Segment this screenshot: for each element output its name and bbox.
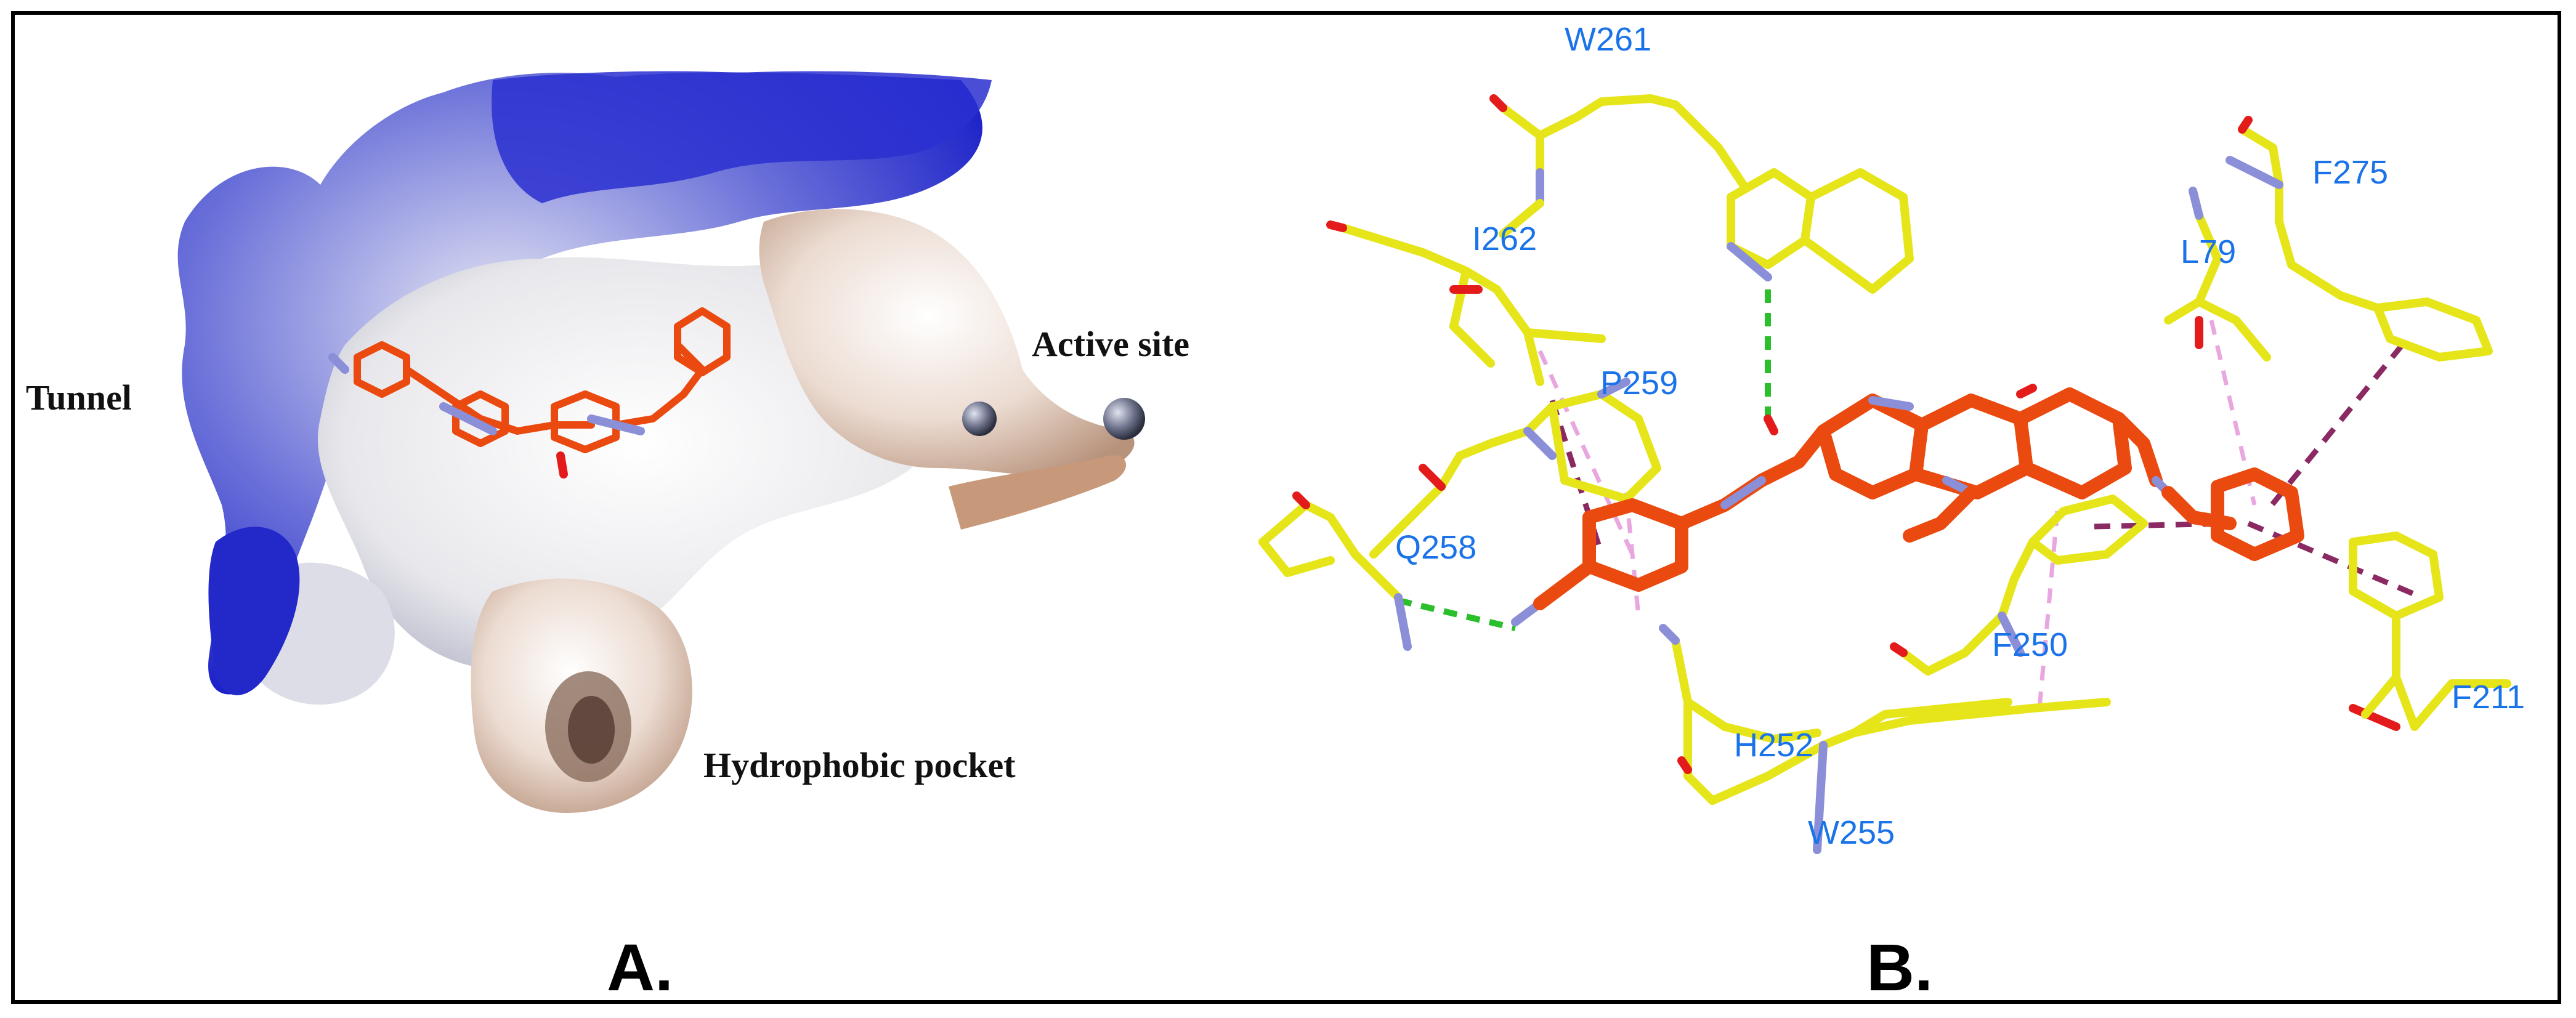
panel-label-a: A. <box>607 930 673 1004</box>
surface-blue-lobe-top <box>492 71 992 203</box>
pi-stack-f211 <box>2247 520 2416 597</box>
residue-l79 <box>2164 187 2271 362</box>
residue-f275 <box>2226 116 2493 362</box>
panel-a-ligand <box>328 307 731 479</box>
residue-q258 <box>1258 451 1464 651</box>
residue-i262 <box>1326 220 1606 386</box>
region-label-active-site: Active site <box>1032 324 1189 364</box>
label-w261: W261 <box>1565 21 1651 58</box>
hbond-q258 <box>1397 597 1517 631</box>
pi-alkyl-f250 <box>2036 511 2060 715</box>
panel-b-interactions: W261 I262 P259 Q258 F275 L79 F250 H252 W… <box>1258 21 2525 854</box>
label-f275: F275 <box>2312 154 2388 191</box>
label-i262: I262 <box>1472 220 1537 257</box>
ligand <box>1511 384 2304 626</box>
pi-alkyl-i262 <box>1537 350 1635 555</box>
label-f211: F211 <box>2452 679 2525 716</box>
residue-labels: W261 I262 P259 Q258 F275 L79 F250 H252 W… <box>1395 21 2525 851</box>
residue-f250 <box>1890 495 2148 676</box>
region-label-tunnel: Tunnel <box>26 378 132 418</box>
pi-alkyl-h252 <box>1624 492 1641 616</box>
label-l79: L79 <box>2181 233 2236 270</box>
panel-label-b: B. <box>1866 930 1933 1004</box>
surface-tan-tail <box>949 455 1127 530</box>
residue-w255 <box>1708 698 2111 854</box>
residue-w261 <box>1489 94 1914 294</box>
pi-stack-f275 <box>2264 343 2405 513</box>
residue-h252 <box>1659 624 1821 805</box>
label-h252: H252 <box>1734 727 1813 764</box>
pocket-opening-inner <box>568 696 615 764</box>
surface-blue-lobe-left <box>177 72 982 695</box>
residue-p259 <box>1456 378 1661 503</box>
label-p259: P259 <box>1600 365 1678 402</box>
surface-blue-bottom <box>208 527 300 695</box>
region-label-hydrophobic-pocket: Hydrophobic pocket <box>703 745 1016 785</box>
label-q258: Q258 <box>1395 529 1476 566</box>
label-f250: F250 <box>1992 626 2068 663</box>
surface-tan-right <box>759 209 1135 476</box>
residue-f211 <box>2349 531 2511 731</box>
metal-ion-2 <box>1103 398 1145 440</box>
label-w255: W255 <box>1808 814 1895 851</box>
metal-ion-1 <box>962 402 997 436</box>
panel-a-surface <box>177 71 1135 813</box>
